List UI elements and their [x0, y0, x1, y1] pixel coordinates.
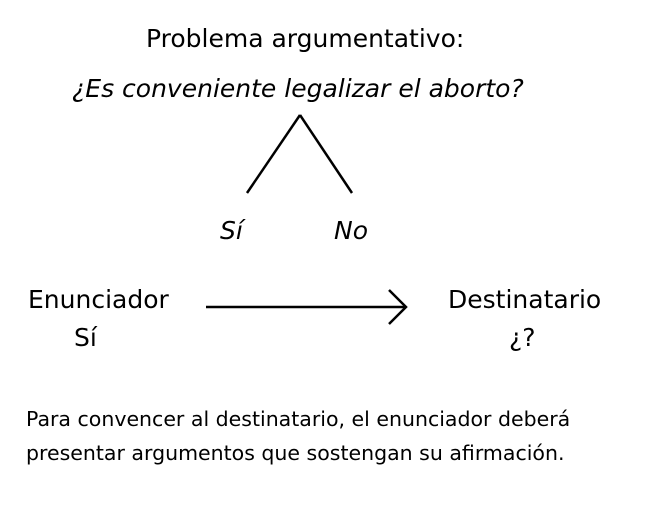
note-line: presentar argumentos que sostengan su af…	[26, 441, 565, 465]
arrow-head-icon	[388, 289, 408, 325]
branch-line-no	[298, 114, 354, 194]
diagram-title: Problema argumentativo:	[146, 24, 465, 53]
explanation-note: Para convencer al destinatario, el enunc…	[26, 402, 626, 470]
note-line: Para convencer al destinatario, el enunc…	[26, 407, 571, 431]
sender-label: Enunciador	[28, 285, 169, 314]
option-yes: Sí	[220, 216, 243, 245]
receiver-answer: ¿?	[509, 323, 536, 352]
receiver-label: Destinatario	[448, 285, 602, 314]
sender-answer: Sí	[74, 323, 97, 352]
argument-question: ¿Es conveniente legalizar el aborto?	[72, 74, 524, 103]
option-no: No	[334, 216, 368, 245]
branch-line-yes	[245, 114, 302, 194]
